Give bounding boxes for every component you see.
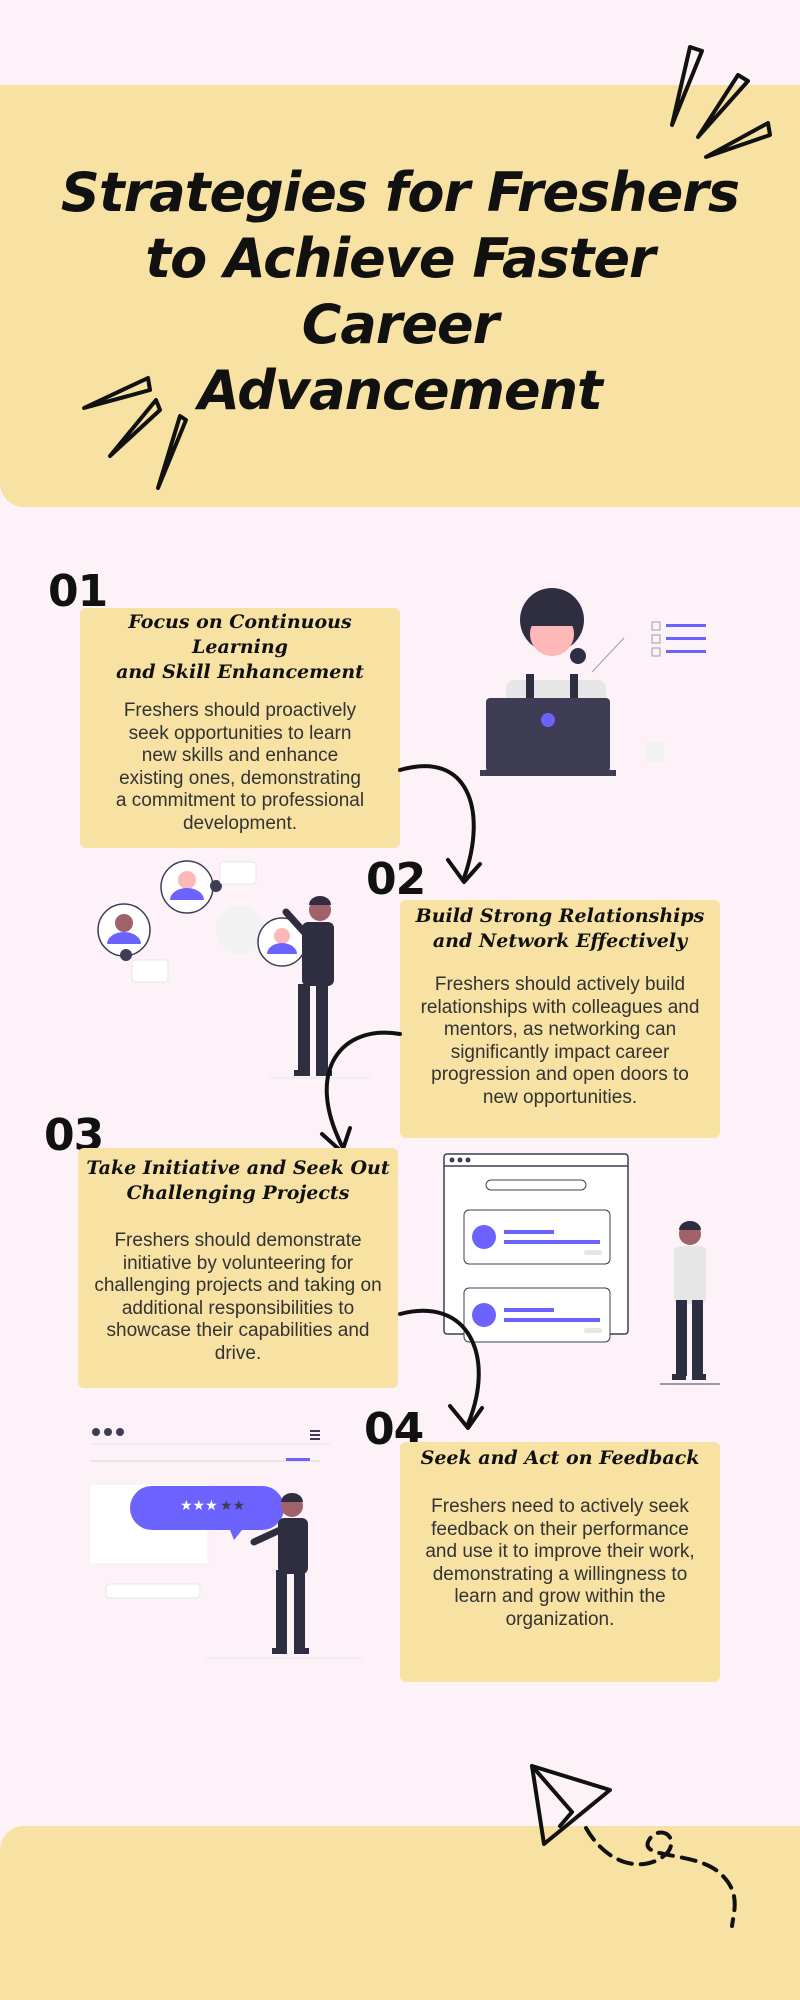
step-number-02: 02 — [366, 854, 426, 905]
paper-plane-icon — [530, 1764, 737, 1928]
step-body-03: Freshers should demonstrate initiative b… — [94, 1230, 382, 1364]
step-heading-04: Seek and Act on Feedback — [420, 1447, 700, 1469]
curved-arrow-icon — [398, 764, 482, 884]
step-body-02: Freshers should actively build relations… — [420, 974, 700, 1108]
svg-text:★★: ★★ — [220, 1498, 245, 1514]
step-card-02: Build Strong Relationships and Network E… — [400, 900, 720, 1138]
web-layout-person-illustration — [443, 1153, 720, 1385]
curved-arrow-icon — [398, 1308, 484, 1430]
title-line-3: Advancement — [198, 359, 603, 422]
svg-text:★★★: ★★★ — [180, 1498, 218, 1514]
step-body-04: Freshers need to actively seek feedback … — [425, 1496, 695, 1630]
page-title: Strategies for Freshers to Achieve Faste… — [60, 160, 740, 424]
step-heading-02: Build Strong Relationships and Network E… — [415, 905, 705, 952]
networking-man-illustration — [97, 860, 370, 1079]
step-card-04: Seek and Act on Feedback Freshers need t… — [400, 1442, 720, 1682]
title-line-2: to Achieve Faster Career — [145, 227, 655, 356]
curved-arrow-icon — [320, 1030, 402, 1154]
burst-lines-icon — [670, 45, 772, 159]
step-heading-01: Focus on Continuous Learning and Skill E… — [116, 611, 364, 683]
step-body-01: Freshers should proactively seek opportu… — [115, 700, 365, 834]
step-card-01: Focus on Continuous Learning and Skill E… — [80, 608, 400, 848]
title-line-1: Strategies for Freshers — [60, 161, 740, 224]
burst-lines-icon — [82, 376, 188, 490]
step-card-03: Take Initiative and Seek Out Challenging… — [78, 1148, 398, 1388]
feedback-man-illustration: ★★★ ★★ — [89, 1428, 362, 1659]
step-heading-03: Take Initiative and Seek Out Challenging… — [86, 1157, 390, 1204]
woman-laptop-illustration — [480, 588, 706, 776]
